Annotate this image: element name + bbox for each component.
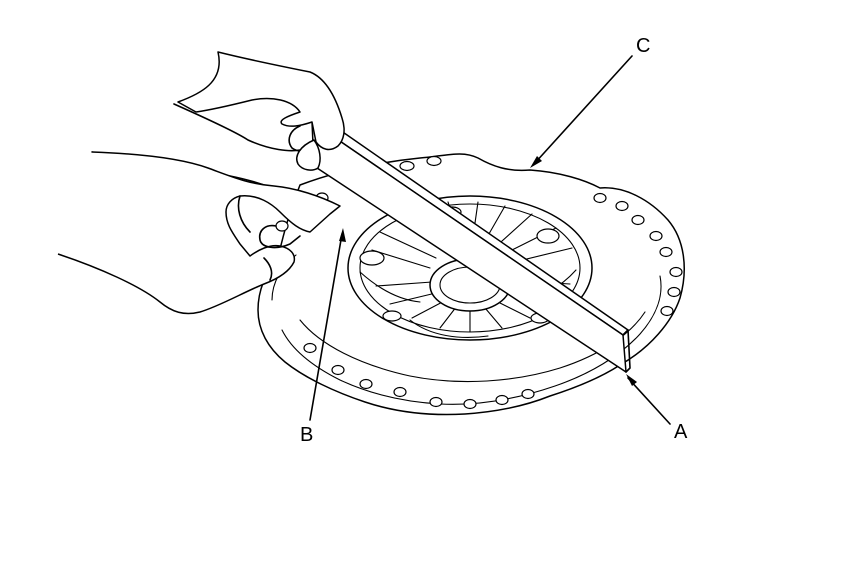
lower-hand-thumb	[258, 224, 301, 249]
callout-b-arrowhead	[339, 228, 346, 242]
mounting-hole	[593, 192, 607, 204]
mounting-hole	[399, 160, 415, 172]
pivot-rivet	[536, 228, 560, 244]
mounting-hole	[463, 398, 477, 410]
mounting-hole	[667, 286, 681, 298]
lower-hand-knuckles	[237, 195, 273, 281]
callout-label-a: A	[674, 421, 688, 443]
mounting-hole	[669, 266, 683, 278]
callout-leaders	[309, 55, 671, 425]
mounting-hole	[660, 305, 674, 317]
mounting-hole	[331, 364, 345, 376]
pivot-rivet	[382, 310, 402, 322]
callout-c-leader	[533, 55, 633, 165]
lower-hand	[57, 151, 341, 315]
mounting-hole	[521, 388, 535, 400]
callout-label-b: B	[300, 424, 313, 446]
callout-a-arrowhead	[626, 374, 637, 386]
straight-edge-end	[622, 329, 631, 373]
callout-b-leader	[309, 233, 343, 421]
upper-hand-fingers	[296, 139, 321, 171]
pressure-plate	[257, 153, 685, 416]
callout-c-arrowhead	[530, 156, 542, 168]
mounting-hole	[429, 396, 443, 408]
mounting-hole	[495, 394, 509, 406]
mounting-hole	[631, 214, 645, 226]
upper-hand	[177, 51, 345, 151]
mounting-hole	[303, 342, 317, 354]
hands	[57, 51, 345, 315]
mounting-hole	[615, 200, 629, 212]
pivot-rivet	[359, 250, 385, 266]
mounting-hole	[426, 155, 442, 167]
callout-a-leader	[627, 377, 671, 425]
callout-label-c: C	[636, 35, 650, 57]
mounting-hole	[393, 386, 407, 398]
mounting-hole	[275, 220, 289, 232]
mounting-hole	[649, 230, 663, 242]
mounting-hole	[659, 246, 673, 258]
mounting-hole	[359, 378, 373, 390]
